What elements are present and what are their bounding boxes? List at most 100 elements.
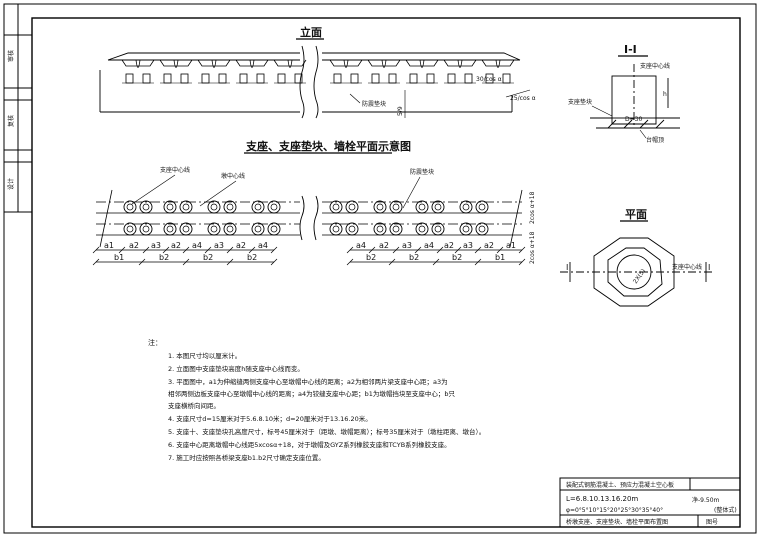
right-a-tick <box>454 246 462 254</box>
bearing-inner <box>418 225 426 233</box>
bearing-pad <box>409 73 418 84</box>
elevation-pad-label: 防震垫块 <box>362 100 386 108</box>
small-plan-circle-label: 2X(5) <box>632 268 647 285</box>
bearing-inner <box>166 203 174 211</box>
bearing-inner <box>126 203 134 211</box>
elevation-view: 立面 30/cos α 25/cos α 防震垫块 5/9 <box>99 25 536 119</box>
side-stamp-1: 审核 <box>7 50 15 62</box>
bearing-pad <box>163 73 172 84</box>
right-b-tick <box>518 258 526 266</box>
bearing-outer <box>223 200 237 214</box>
bearing-inner <box>210 203 218 211</box>
small-plan-title: 平面 <box>625 208 647 221</box>
bearing-pad <box>277 73 286 84</box>
left-b-tick <box>92 258 100 266</box>
left-a-label: a3 <box>151 241 161 250</box>
bearing-inner <box>126 225 134 233</box>
section-title: I-I <box>624 43 637 56</box>
bearing-pad <box>371 73 380 84</box>
bearing-outer <box>207 222 221 236</box>
bearing-outer <box>389 222 403 236</box>
right-a-tick <box>368 246 376 254</box>
bearing-inner <box>254 225 262 233</box>
side-stamp-2: 复核 <box>7 115 15 127</box>
section-label-d: D=30 <box>625 116 642 123</box>
bearing-outer <box>207 200 221 214</box>
elevation-offset-label: 25/cos α <box>510 95 536 102</box>
bearing-inner <box>182 203 190 211</box>
note-1: 1. 本图尺寸均以厘米计。 <box>168 351 241 360</box>
section-label-center: 支座中心线 <box>640 62 670 70</box>
plan-bearing-set <box>123 200 489 236</box>
slab-joint <box>173 59 179 68</box>
inner-frame <box>31 17 741 528</box>
slab-joint <box>249 59 255 68</box>
elevation-slope-label: 30/cos α <box>476 76 502 83</box>
bearing-pad <box>447 73 456 84</box>
title-project: 装配式钢筋混凝土、预应力混凝土空心板 <box>566 481 674 489</box>
bearing-inner <box>418 203 426 211</box>
left-b-label: b1 <box>114 253 124 262</box>
left-b-label: b2 <box>159 253 169 262</box>
left-a-tick <box>226 246 234 254</box>
bearing-pad <box>218 73 227 84</box>
slab-underside <box>121 59 155 67</box>
bearing-inner <box>270 203 278 211</box>
bearing-outer <box>163 200 177 214</box>
elevation-dim-label: 5/9 <box>397 106 404 116</box>
right-a-tick <box>392 246 400 254</box>
right-a-tick <box>496 246 504 254</box>
bearing-outer <box>251 200 265 214</box>
bearing-inner <box>392 203 400 211</box>
bearing-outer <box>123 222 137 236</box>
right-a-tick <box>346 246 354 254</box>
bearing-pad <box>426 73 435 84</box>
plan-label-bearing-center: 支座中心线 <box>160 166 190 174</box>
bearing-outer <box>267 200 281 214</box>
right-a-label: a2 <box>484 241 494 250</box>
bearing-outer <box>475 222 489 236</box>
left-a-label: a1 <box>104 241 114 250</box>
bearing-inner <box>348 203 356 211</box>
slab-joint <box>419 59 425 68</box>
bearing-inner <box>478 203 486 211</box>
title-width-note: (整体式) <box>714 506 737 514</box>
left-a-label: a2 <box>129 241 139 250</box>
left-a-label: a2 <box>171 241 181 250</box>
section-label-cap: 台帽顶 <box>646 136 664 144</box>
bearing-inner <box>270 225 278 233</box>
bearing-outer <box>329 222 343 236</box>
notes-heading: 注： <box>148 338 162 347</box>
left-b-tick <box>226 258 234 266</box>
plan-side-dim-1: 2cos α+18 <box>529 191 536 224</box>
right-b-label: b2 <box>366 253 376 262</box>
bearing-outer <box>415 222 429 236</box>
left-a-tick <box>248 246 256 254</box>
left-b-label: b2 <box>203 253 213 262</box>
slab-joint <box>457 59 463 68</box>
bearing-inner <box>434 225 442 233</box>
bearing-inner <box>226 225 234 233</box>
slab-joint <box>343 59 349 68</box>
slab-underside <box>273 59 307 67</box>
bearing-pad <box>256 73 265 84</box>
right-b-tick <box>432 258 440 266</box>
right-b-tick <box>346 258 354 266</box>
section-view: I-I 支座中心线 支座垫块 D=30 台帽顶 h <box>568 43 680 144</box>
bearing-outer <box>345 222 359 236</box>
right-b-tick <box>388 258 396 266</box>
right-a-tick <box>518 246 526 254</box>
left-a-tick <box>162 246 170 254</box>
bearing-outer <box>251 222 265 236</box>
bearing-inner <box>142 225 150 233</box>
right-b-tick <box>474 258 482 266</box>
right-a-label: a1 <box>506 241 516 250</box>
right-a-label: a3 <box>463 241 473 250</box>
bearing-outer <box>431 222 445 236</box>
bearing-outer <box>179 222 193 236</box>
bearing-outer <box>415 200 429 214</box>
slab-underside <box>481 59 515 67</box>
bearing-pad <box>502 73 511 84</box>
right-a-label: a4 <box>356 241 366 250</box>
bearing-outer <box>163 222 177 236</box>
